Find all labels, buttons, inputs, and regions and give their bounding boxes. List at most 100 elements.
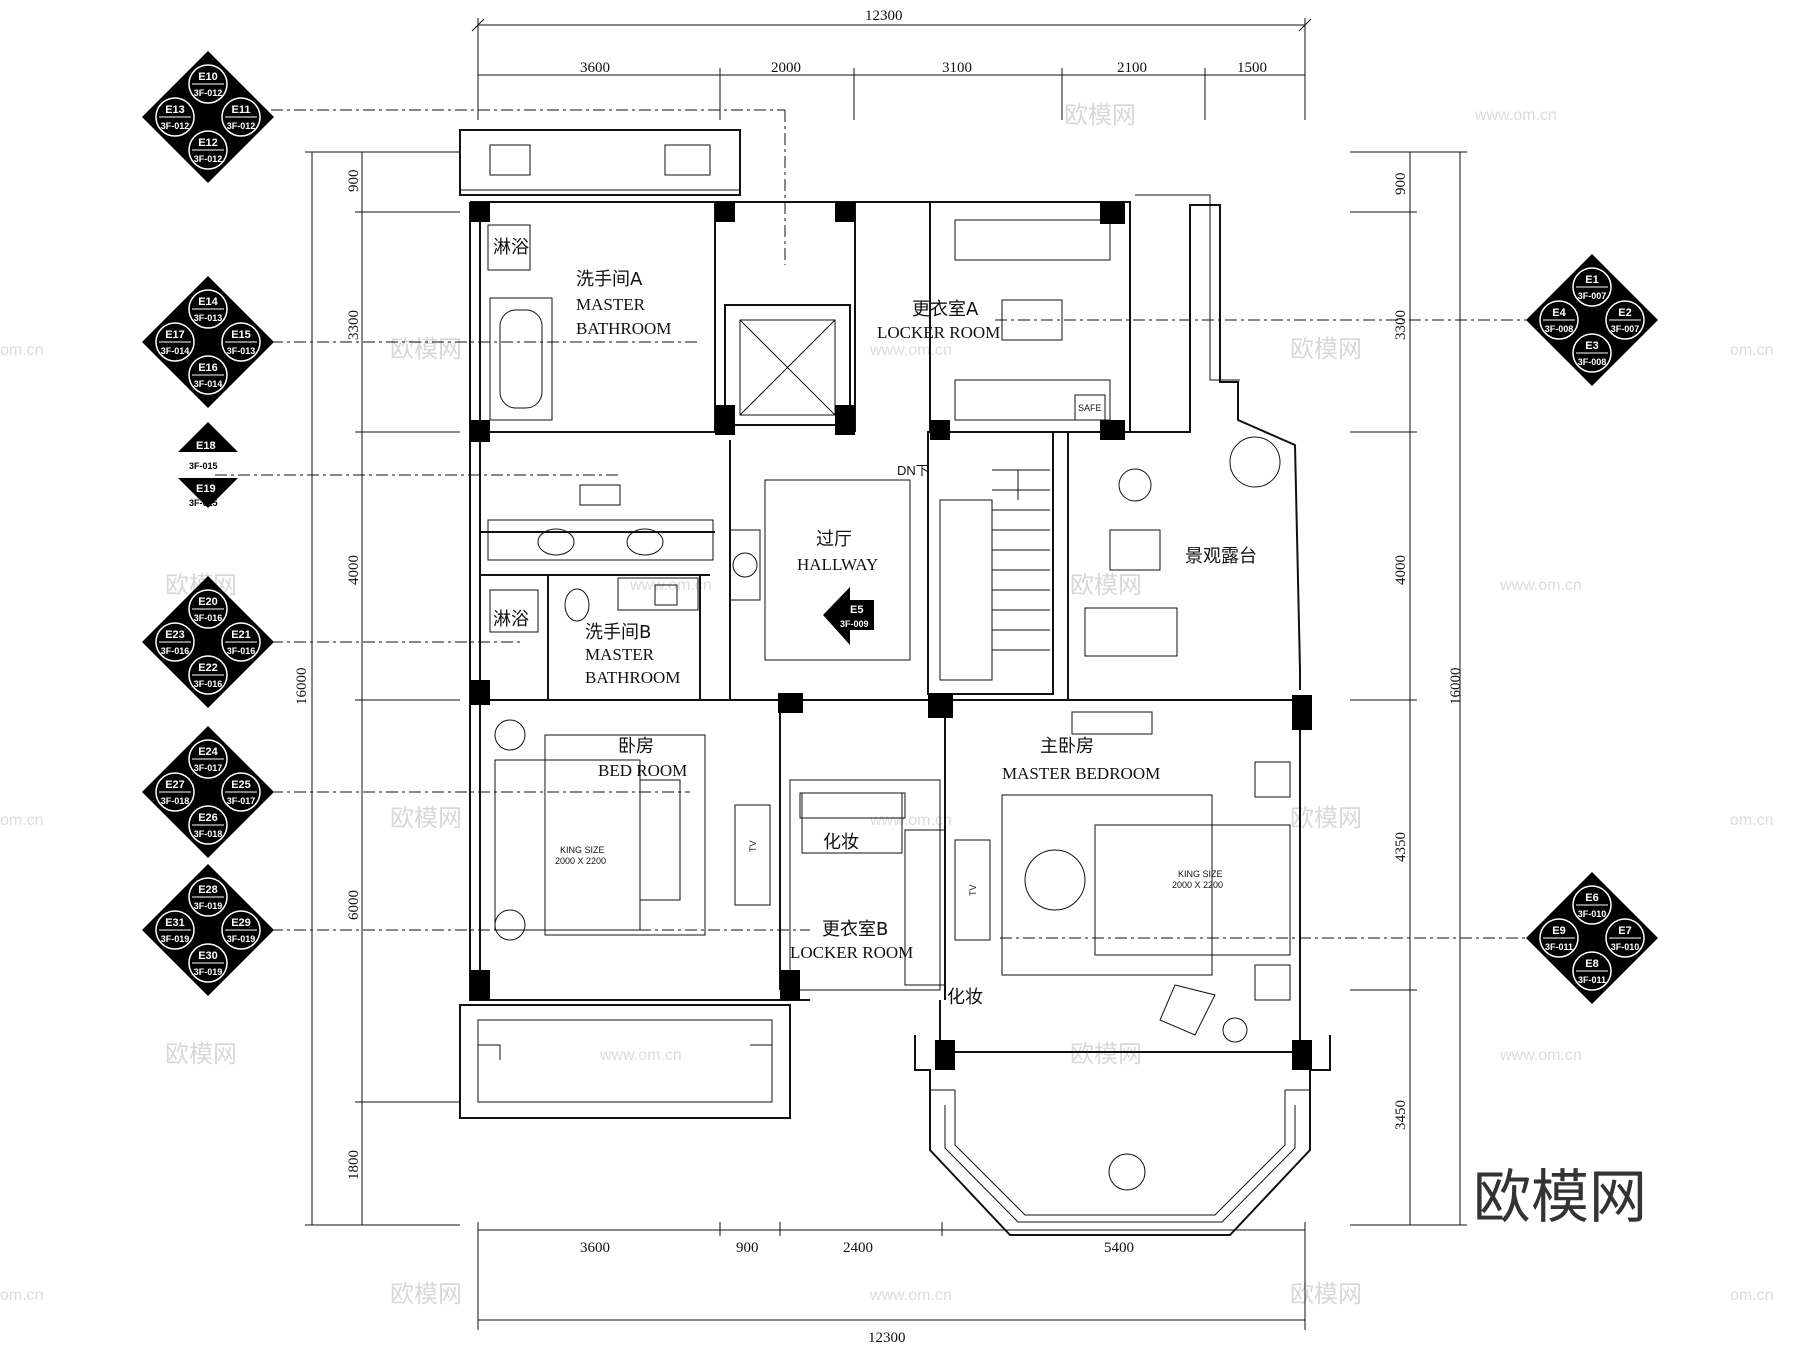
elevation-marker-label: E3 bbox=[1585, 340, 1598, 352]
dim-right-seg: 3300 bbox=[1393, 310, 1409, 340]
watermark-url: om.cn bbox=[1730, 1287, 1774, 1304]
dim-left-seg: 900 bbox=[346, 170, 362, 193]
room-hallway-en: HALLWAY bbox=[797, 555, 878, 574]
elevation-marker-label: E13 bbox=[165, 104, 185, 116]
elevation-marker-label: E22 bbox=[198, 662, 218, 674]
dim-left-seg: 1800 bbox=[346, 1150, 362, 1180]
dim-bottom-total: 12300 bbox=[868, 1330, 906, 1346]
marker-label-top: E18 bbox=[196, 440, 216, 452]
dim-left-seg: 4000 bbox=[346, 555, 362, 585]
elevation-marker-label: E26 bbox=[198, 812, 218, 824]
watermark-url: om.cn bbox=[0, 342, 44, 359]
room-master-en: MASTER BEDROOM bbox=[1002, 764, 1160, 783]
room-bath-a-cn: 洗手间A bbox=[576, 269, 643, 290]
elevation-marker-sheet: 3F-011 bbox=[1545, 942, 1573, 952]
room-locker-b-cn: 更衣室B bbox=[822, 919, 888, 940]
watermark-url: www.om.cn bbox=[869, 812, 952, 829]
bed-size-label: 2000 X 2200 bbox=[1172, 880, 1223, 890]
elevation-marker-label: E14 bbox=[198, 296, 218, 308]
elevation-marker-sheet: 3F-016 bbox=[194, 613, 223, 623]
elevation-marker-sheet: 3F-017 bbox=[194, 763, 223, 773]
elevation-marker-label: E2 bbox=[1618, 307, 1631, 319]
marker-sheet: 3F-015 bbox=[189, 498, 218, 508]
dim-top-seg: 3600 bbox=[580, 60, 610, 76]
elevation-marker-label: E1 bbox=[1585, 274, 1598, 286]
elevation-marker-sheet: 3F-018 bbox=[194, 829, 223, 839]
watermark-text: 欧模网 bbox=[1290, 804, 1362, 832]
elevation-marker-label: E29 bbox=[231, 917, 251, 929]
elevation-marker-label: E24 bbox=[198, 746, 218, 758]
elevation-marker-sheet: 3F-019 bbox=[227, 934, 256, 944]
elevation-marker-label: E4 bbox=[1552, 307, 1566, 319]
dim-right-total: 16000 bbox=[1448, 668, 1464, 706]
elevation-marker-sheet: 3F-019 bbox=[161, 934, 190, 944]
elevation-marker-sheet: 3F-019 bbox=[194, 901, 223, 911]
elevation-marker-label: E11 bbox=[232, 104, 251, 116]
elevation-marker-label: E28 bbox=[198, 884, 218, 896]
brand-logo-text: 欧模网 bbox=[1473, 1163, 1647, 1231]
dim-bottom-seg: 3600 bbox=[580, 1240, 610, 1256]
watermark-url: om.cn bbox=[0, 1287, 44, 1304]
watermark-text: 欧模网 bbox=[1070, 1040, 1142, 1068]
dim-left-total: 16000 bbox=[294, 668, 310, 706]
watermark-text: 欧模网 bbox=[165, 1040, 237, 1068]
room-locker-a-en: LOCKER ROOM bbox=[877, 323, 1000, 342]
watermark-text: 欧模网 bbox=[390, 804, 462, 832]
elevation-marker-label: E20 bbox=[198, 596, 218, 608]
room-bath-b-cn: 洗手间B bbox=[585, 622, 651, 643]
room-shower-b: 淋浴 bbox=[493, 609, 529, 630]
watermark-layer: 欧模网 www.om.cn 欧模网 www.om.cn 欧模网 om.cn om… bbox=[0, 101, 1774, 1308]
bed-size-label: KING SIZE bbox=[1178, 869, 1223, 879]
watermark-url: www.om.cn bbox=[869, 342, 952, 359]
watermark-text: 欧模网 bbox=[1290, 1280, 1362, 1308]
marker-sheet: 3F-015 bbox=[189, 461, 218, 471]
elevation-marker-sheet: 3F-008 bbox=[1578, 357, 1607, 367]
safe-label: SAFE bbox=[1078, 403, 1102, 413]
watermark-url: www.om.cn bbox=[1499, 1047, 1582, 1064]
columns bbox=[470, 202, 1312, 1070]
elevation-marker-sheet: 3F-010 bbox=[1611, 942, 1640, 952]
elevation-marker-label: E7 bbox=[1618, 925, 1631, 937]
dim-right-seg: 4000 bbox=[1393, 555, 1409, 585]
elevation-marker-label: E16 bbox=[198, 362, 218, 374]
elevation-marker-sheet: 3F-011 bbox=[1578, 975, 1606, 985]
room-master-cn: 主卧房 bbox=[1040, 736, 1094, 757]
elevation-marker-sheet: 3F-012 bbox=[194, 154, 223, 164]
elevation-marker-label: E17 bbox=[165, 329, 185, 341]
marker-label-bottom: E19 bbox=[196, 483, 216, 495]
watermark-url: om.cn bbox=[1730, 812, 1774, 829]
elevation-marker-label: E6 bbox=[1585, 892, 1598, 904]
elevation-marker-label: E27 bbox=[165, 779, 185, 791]
dim-left-seg: 6000 bbox=[346, 890, 362, 920]
half-elevation-marker: E18 3F-015 E19 3F-015 bbox=[178, 422, 238, 508]
bed-size-label: KING SIZE bbox=[560, 845, 605, 855]
dimension-labels: 12300 3600 2000 3100 2100 1500 3600 900 … bbox=[294, 8, 1464, 1346]
watermark-url: www.om.cn bbox=[599, 1047, 682, 1064]
elevation-marker-sheet: 3F-012 bbox=[194, 88, 223, 98]
room-bath-b-en: MASTER bbox=[585, 645, 655, 664]
tv-label: TV bbox=[748, 840, 758, 852]
elevation-marker-label: E30 bbox=[198, 950, 218, 962]
dim-right-seg: 4350 bbox=[1393, 832, 1409, 862]
elevation-markers: E103F-012E133F-012E113F-012E123F-012E143… bbox=[142, 51, 1658, 1004]
watermark-text: 欧模网 bbox=[390, 335, 462, 363]
elevation-marker-sheet: 3F-014 bbox=[161, 346, 190, 356]
elevation-marker-sheet: 3F-014 bbox=[194, 379, 223, 389]
room-labels: 淋浴 洗手间A MASTER BATHROOM 更衣室A LOCKER ROOM… bbox=[493, 237, 1257, 1008]
watermark-text: 欧模网 bbox=[1290, 335, 1362, 363]
dim-top-seg: 3100 bbox=[942, 60, 972, 76]
elevation-marker-sheet: 3F-010 bbox=[1578, 909, 1607, 919]
elevation-marker-sheet: 3F-016 bbox=[194, 679, 223, 689]
hall-marker-sheet: 3F-009 bbox=[840, 619, 869, 629]
elevation-marker-label: E10 bbox=[198, 71, 218, 83]
room-terrace-cn: 景观露台 bbox=[1185, 546, 1257, 567]
elevation-marker-sheet: 3F-018 bbox=[161, 796, 190, 806]
elevation-marker-sheet: 3F-016 bbox=[161, 646, 190, 656]
tv-label: TV bbox=[968, 884, 978, 896]
